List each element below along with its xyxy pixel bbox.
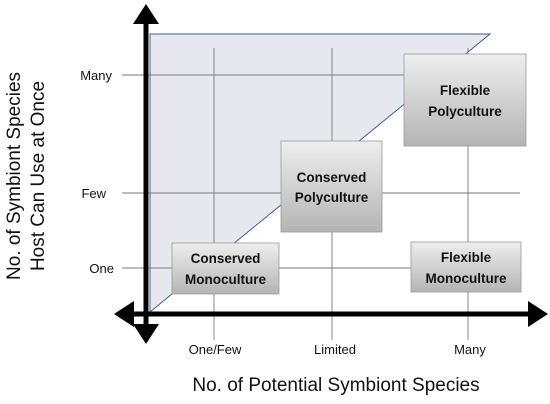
y-axis-title: No. of Symbiont Species Host Can Use at … — [4, 72, 49, 280]
box-flexible-monoculture: Flexible Monoculture — [410, 241, 522, 293]
x-axis-title: No. of Potential Symbiont Species — [192, 375, 479, 396]
box-label-line1: Flexible — [441, 250, 492, 265]
y-axis-title-line2: Host Can Use at Once — [28, 81, 49, 271]
box-conserved-polyculture: Conserved Polyculture — [280, 140, 383, 233]
box-label-line2: Polyculture — [295, 190, 369, 205]
box-label-line2: Monoculture — [426, 271, 507, 286]
x-axis-arrowhead-left — [114, 301, 134, 327]
y-tick-many: Many — [80, 68, 112, 83]
box-label-line1: Conserved — [191, 251, 261, 266]
x-tick-limited: Limited — [314, 342, 356, 357]
box-label-line1: Conserved — [297, 170, 367, 185]
x-tick-many: Many — [454, 342, 486, 357]
box-label-line2: Polyculture — [428, 104, 502, 119]
y-tick-few: Few — [81, 186, 106, 201]
x-tick-one-few: One/Few — [189, 342, 242, 357]
y-tick-one: One — [89, 261, 114, 276]
y-axis-arrowhead-bottom — [133, 324, 159, 344]
box-conserved-monoculture: Conserved Monoculture — [171, 242, 280, 295]
box-label-line1: Flexible — [440, 83, 491, 98]
y-axis-arrowhead-top — [133, 4, 159, 24]
box-label-line2: Monoculture — [185, 272, 266, 287]
box-flexible-polyculture: Flexible Polyculture — [403, 53, 527, 147]
y-axis-title-line1: No. of Symbiont Species — [4, 72, 25, 280]
x-axis-arrowhead-right — [528, 301, 548, 327]
